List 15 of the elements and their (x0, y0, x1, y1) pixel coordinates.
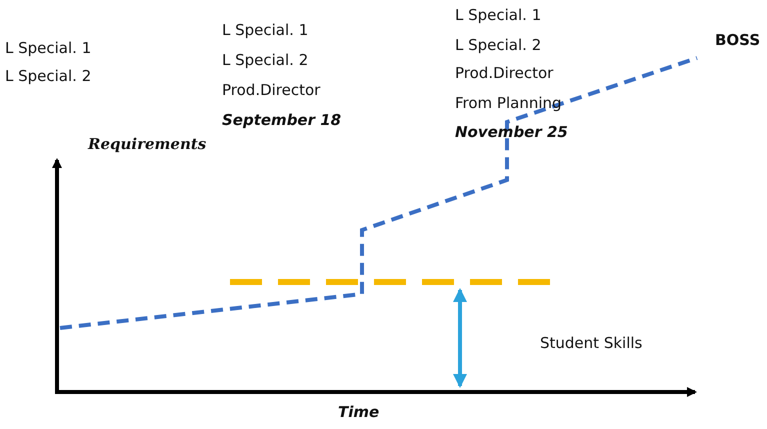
level-label: L Special. 2 (455, 35, 542, 55)
date-label: November 25 (455, 122, 568, 142)
level-label: From Planning (455, 93, 562, 113)
level-label: L Special. 1 (222, 20, 308, 40)
level-label: L Special. 2 (5, 66, 92, 86)
series-label: Student Skills (540, 333, 642, 353)
level-label: BOSS (715, 30, 760, 50)
axis-title: Time (338, 402, 380, 422)
level-label: L Special. 2 (222, 50, 308, 70)
axis-title: Requirements (88, 134, 206, 154)
level-label: L Special. 1 (455, 5, 542, 25)
level-label: Prod.Director (222, 80, 320, 100)
date-label: September 18 (222, 110, 342, 130)
level-label: L Special. 1 (5, 38, 92, 58)
level-label: Prod.Director (455, 63, 554, 83)
